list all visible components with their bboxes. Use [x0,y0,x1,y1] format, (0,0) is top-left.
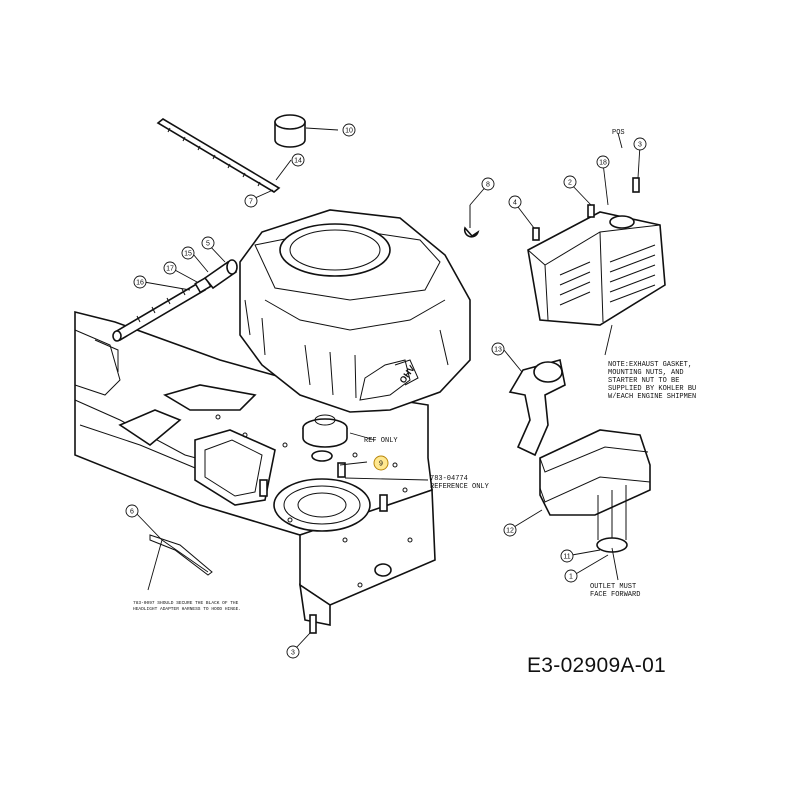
callout-6-label: 6 [130,509,134,516]
exhaust-note-line: STARTER NUT TO BE [608,377,679,385]
exhaust-note-line: MOUNTING NUTS, AND [608,369,684,377]
rod-part [156,118,281,193]
callout-3-bottom-label: 3 [291,650,295,657]
leader-lines [134,127,641,649]
callout-5-label: 5 [206,241,210,248]
callout-8[interactable]: 8 [481,177,495,191]
callout-7-label: 7 [249,199,253,206]
clip-part [463,205,480,238]
outlet-note-line: FACE FORWARD [590,591,640,599]
exhaust-note-line: W/EACH ENGINE SHIPMEN [608,393,696,401]
bushing-part [203,259,238,290]
callout-10[interactable]: 10 [342,123,356,137]
exhaust-note-line: SUPPLIED BY KOHLER BU [608,385,696,393]
callout-12-label: 12 [506,528,514,535]
axle-part [112,276,212,342]
frame-ref-number: 783-04774 [430,475,468,483]
callout-18-label: 18 [599,160,607,167]
harness-note-line: 783-0097 SHOULD SECURE THE BLACK OF THE [133,600,239,606]
exhaust-pipe [508,359,566,457]
callout-11[interactable]: 11 [560,549,574,563]
callout-5[interactable]: 5 [201,236,215,250]
cap-part [274,114,306,148]
callout-11-label: 11 [563,554,570,561]
callout-15-label: 15 [184,251,192,258]
harness-note-line: HEADLIGHT ADAPTER HARNESS TO HOOD HINGE. [133,606,241,612]
callout-2[interactable]: 2 [563,175,577,189]
ref-only-note: REF ONLY [364,437,398,445]
callout-4[interactable]: 4 [508,195,522,209]
callout-1[interactable]: 1 [564,569,578,583]
callout-1-label: 1 [569,574,573,581]
callout-12[interactable]: 12 [503,523,517,537]
outlet-note-line: OUTLET MUST [590,583,636,591]
callout-16[interactable]: 16 [133,275,147,289]
callout-9-highlighted[interactable]: 9 [373,455,389,471]
callout-14-label: 14 [294,158,302,165]
callout-14[interactable]: 14 [291,153,305,167]
exhaust-note: NOTE:EXHAUST GASKET, MOUNTING NUTS, AND … [608,361,696,401]
tractor-frame [74,310,436,634]
callout-17[interactable]: 17 [163,261,177,275]
exhaust-note-line: NOTE:EXHAUST GASKET, [608,361,692,369]
callout-16-label: 16 [136,280,144,287]
engine [239,209,471,462]
callout-6[interactable]: 6 [125,504,139,518]
harness-note: 783-0097 SHOULD SECURE THE BLACK OF THE … [133,600,241,612]
callout-8-label: 8 [486,182,490,189]
outlet-note: OUTLET MUST FACE FORWARD [590,583,640,599]
callout-4-label: 4 [513,200,517,207]
callout-7[interactable]: 7 [244,194,258,208]
callout-9-label: 9 [379,461,383,468]
callout-3-bottom[interactable]: 3 [286,645,300,659]
callout-13[interactable]: 13 [491,342,505,356]
callout-2-label: 2 [568,180,572,187]
pos-label: POS [612,129,625,137]
callout-10-label: 10 [345,128,353,135]
callout-18[interactable]: 18 [596,155,610,169]
callout-17-label: 17 [166,266,174,273]
drawing-number: E3-02909A-01 [527,654,667,677]
heat-shield [527,177,666,326]
frame-ref-note: REFERENCE ONLY [430,483,490,491]
callout-15[interactable]: 15 [181,246,195,260]
callout-13-label: 13 [494,347,502,354]
callout-3-top-label: 3 [638,142,642,149]
callout-3-top[interactable]: 3 [633,137,647,151]
muffler [539,429,651,553]
